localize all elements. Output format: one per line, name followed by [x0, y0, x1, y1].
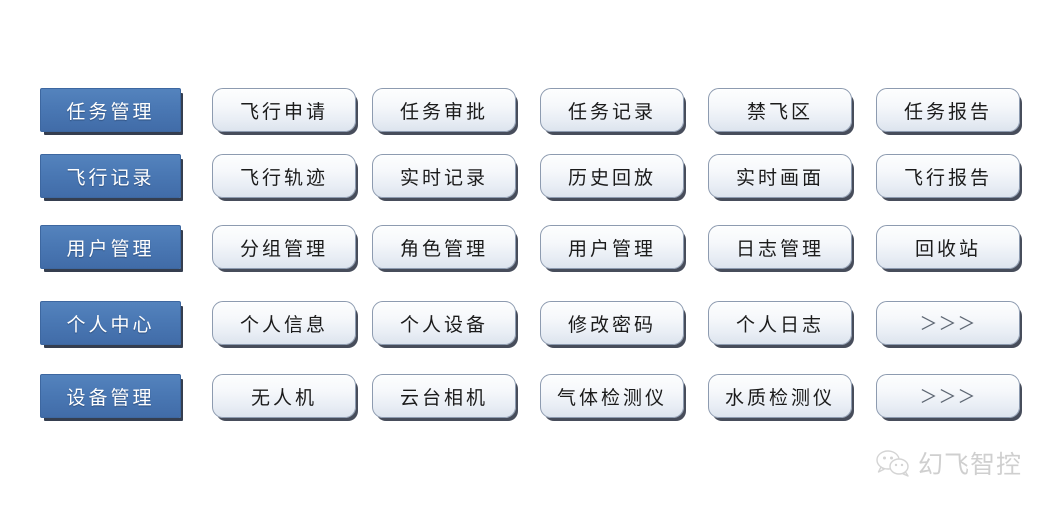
category-button-user-management[interactable]: 用户管理	[40, 225, 181, 269]
category-button-device-management[interactable]: 设备管理	[40, 374, 181, 418]
menu-item-button[interactable]: 角色管理	[372, 225, 516, 269]
menu-item-button[interactable]: 历史回放	[540, 154, 684, 198]
menu-more-button[interactable]: ＞＞＞	[876, 301, 1020, 345]
menu-item-button[interactable]: 任务记录	[540, 88, 684, 132]
menu-item-button[interactable]: 禁飞区	[708, 88, 852, 132]
menu-item-button[interactable]: 任务报告	[876, 88, 1020, 132]
menu-item-button[interactable]: 个人设备	[372, 301, 516, 345]
menu-item-button[interactable]: 修改密码	[540, 301, 684, 345]
category-button-personal-center[interactable]: 个人中心	[40, 301, 181, 345]
menu-item-button[interactable]: 个人信息	[212, 301, 356, 345]
menu-item-button[interactable]: 个人日志	[708, 301, 852, 345]
menu-item-button[interactable]: 飞行轨迹	[212, 154, 356, 198]
watermark: 幻飞智控	[876, 443, 1051, 483]
menu-item-button[interactable]: 实时记录	[372, 154, 516, 198]
menu-item-button[interactable]: 日志管理	[708, 225, 852, 269]
menu-row: 用户管理 分组管理 角色管理 用户管理 日志管理 回收站	[0, 225, 1061, 271]
menu-more-button[interactable]: ＞＞＞	[876, 374, 1020, 418]
wechat-icon	[876, 449, 910, 477]
menu-item-button[interactable]: 水质检测仪	[708, 374, 852, 418]
menu-row: 个人中心 个人信息 个人设备 修改密码 个人日志 ＞＞＞	[0, 301, 1061, 347]
menu-item-button[interactable]: 气体检测仪	[540, 374, 684, 418]
menu-row: 飞行记录 飞行轨迹 实时记录 历史回放 实时画面 飞行报告	[0, 154, 1061, 200]
menu-item-button[interactable]: 回收站	[876, 225, 1020, 269]
menu-item-button[interactable]: 实时画面	[708, 154, 852, 198]
category-button-flight-records[interactable]: 飞行记录	[40, 154, 181, 198]
menu-item-button[interactable]: 飞行申请	[212, 88, 356, 132]
menu-row: 设备管理 无人机 云台相机 气体检测仪 水质检测仪 ＞＞＞	[0, 374, 1061, 420]
category-button-task-management[interactable]: 任务管理	[40, 88, 181, 132]
menu-item-button[interactable]: 任务审批	[372, 88, 516, 132]
menu-item-button[interactable]: 用户管理	[540, 225, 684, 269]
watermark-text: 幻飞智控	[918, 450, 1023, 479]
menu-row: 任务管理 飞行申请 任务审批 任务记录 禁飞区 任务报告	[0, 88, 1061, 134]
menu-item-button[interactable]: 分组管理	[212, 225, 356, 269]
menu-item-button[interactable]: 飞行报告	[876, 154, 1020, 198]
menu-item-button[interactable]: 无人机	[212, 374, 356, 418]
menu-item-button[interactable]: 云台相机	[372, 374, 516, 418]
